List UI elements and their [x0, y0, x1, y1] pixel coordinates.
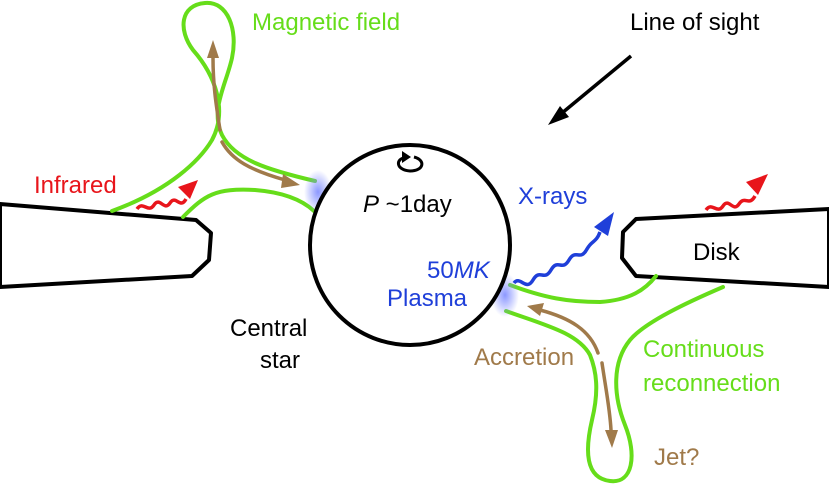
- rotation-arrowhead: [402, 151, 411, 163]
- label-temperature-num: 50: [427, 257, 454, 284]
- accretion-arrow-upper-diagonal: [220, 140, 287, 182]
- infrared-wave-left: [135, 197, 188, 211]
- xray-wave: [512, 231, 602, 287]
- accretion-arrowhead-upper-right: [281, 174, 300, 188]
- label-line-of-sight: Line of sight: [630, 9, 760, 36]
- line-of-sight-arrow-shaft: [554, 54, 633, 120]
- label-xrays: X-rays: [518, 183, 587, 210]
- label-plasma: Plasma: [387, 285, 468, 312]
- magnetic-field-inner-right: [508, 274, 658, 304]
- accretion-arrow-lower-diagonal: [538, 308, 600, 355]
- rotation-icon: [397, 155, 424, 173]
- label-infrared: Infrared: [34, 172, 117, 199]
- accretion-arrow-lower-vertical: [600, 361, 613, 432]
- accretion-arrowhead-upper-up: [207, 40, 219, 58]
- label-period: P ~1day: [363, 191, 452, 218]
- magnetic-field-loop-left: [110, 0, 317, 213]
- infrared-arrowhead-left: [178, 180, 198, 199]
- line-of-sight-arrowhead: [548, 106, 569, 125]
- label-magnetic-field: Magnetic field: [252, 9, 400, 36]
- accretion-arrowhead-lower-down: [605, 430, 618, 448]
- label-star: star: [260, 347, 300, 374]
- left-disk: [0, 202, 213, 289]
- magnetic-field-inner-left: [181, 187, 316, 219]
- infrared-wave-right: [704, 195, 757, 212]
- accretion-arrow-upper-vertical: [211, 56, 222, 132]
- label-continuous: Continuous: [643, 336, 764, 363]
- label-accretion: Accretion: [474, 344, 574, 371]
- right-disk: [620, 207, 829, 289]
- magnetic-field-loop-right: [504, 285, 725, 484]
- accretion-arrowhead-lower-left: [527, 303, 544, 316]
- label-period-p: P: [363, 191, 379, 218]
- label-temperature: 50MK: [427, 257, 491, 284]
- infrared-arrowhead-right: [746, 174, 768, 195]
- label-temperature-unit: MK: [454, 257, 491, 284]
- label-central: Central: [230, 315, 307, 342]
- label-jet: Jet?: [654, 444, 699, 471]
- xray-arrowhead: [594, 212, 614, 236]
- label-reconnection: reconnection: [643, 370, 780, 397]
- label-disk: Disk: [693, 239, 741, 266]
- label-period-rest: ~1day: [379, 191, 452, 218]
- central-star: [308, 143, 512, 347]
